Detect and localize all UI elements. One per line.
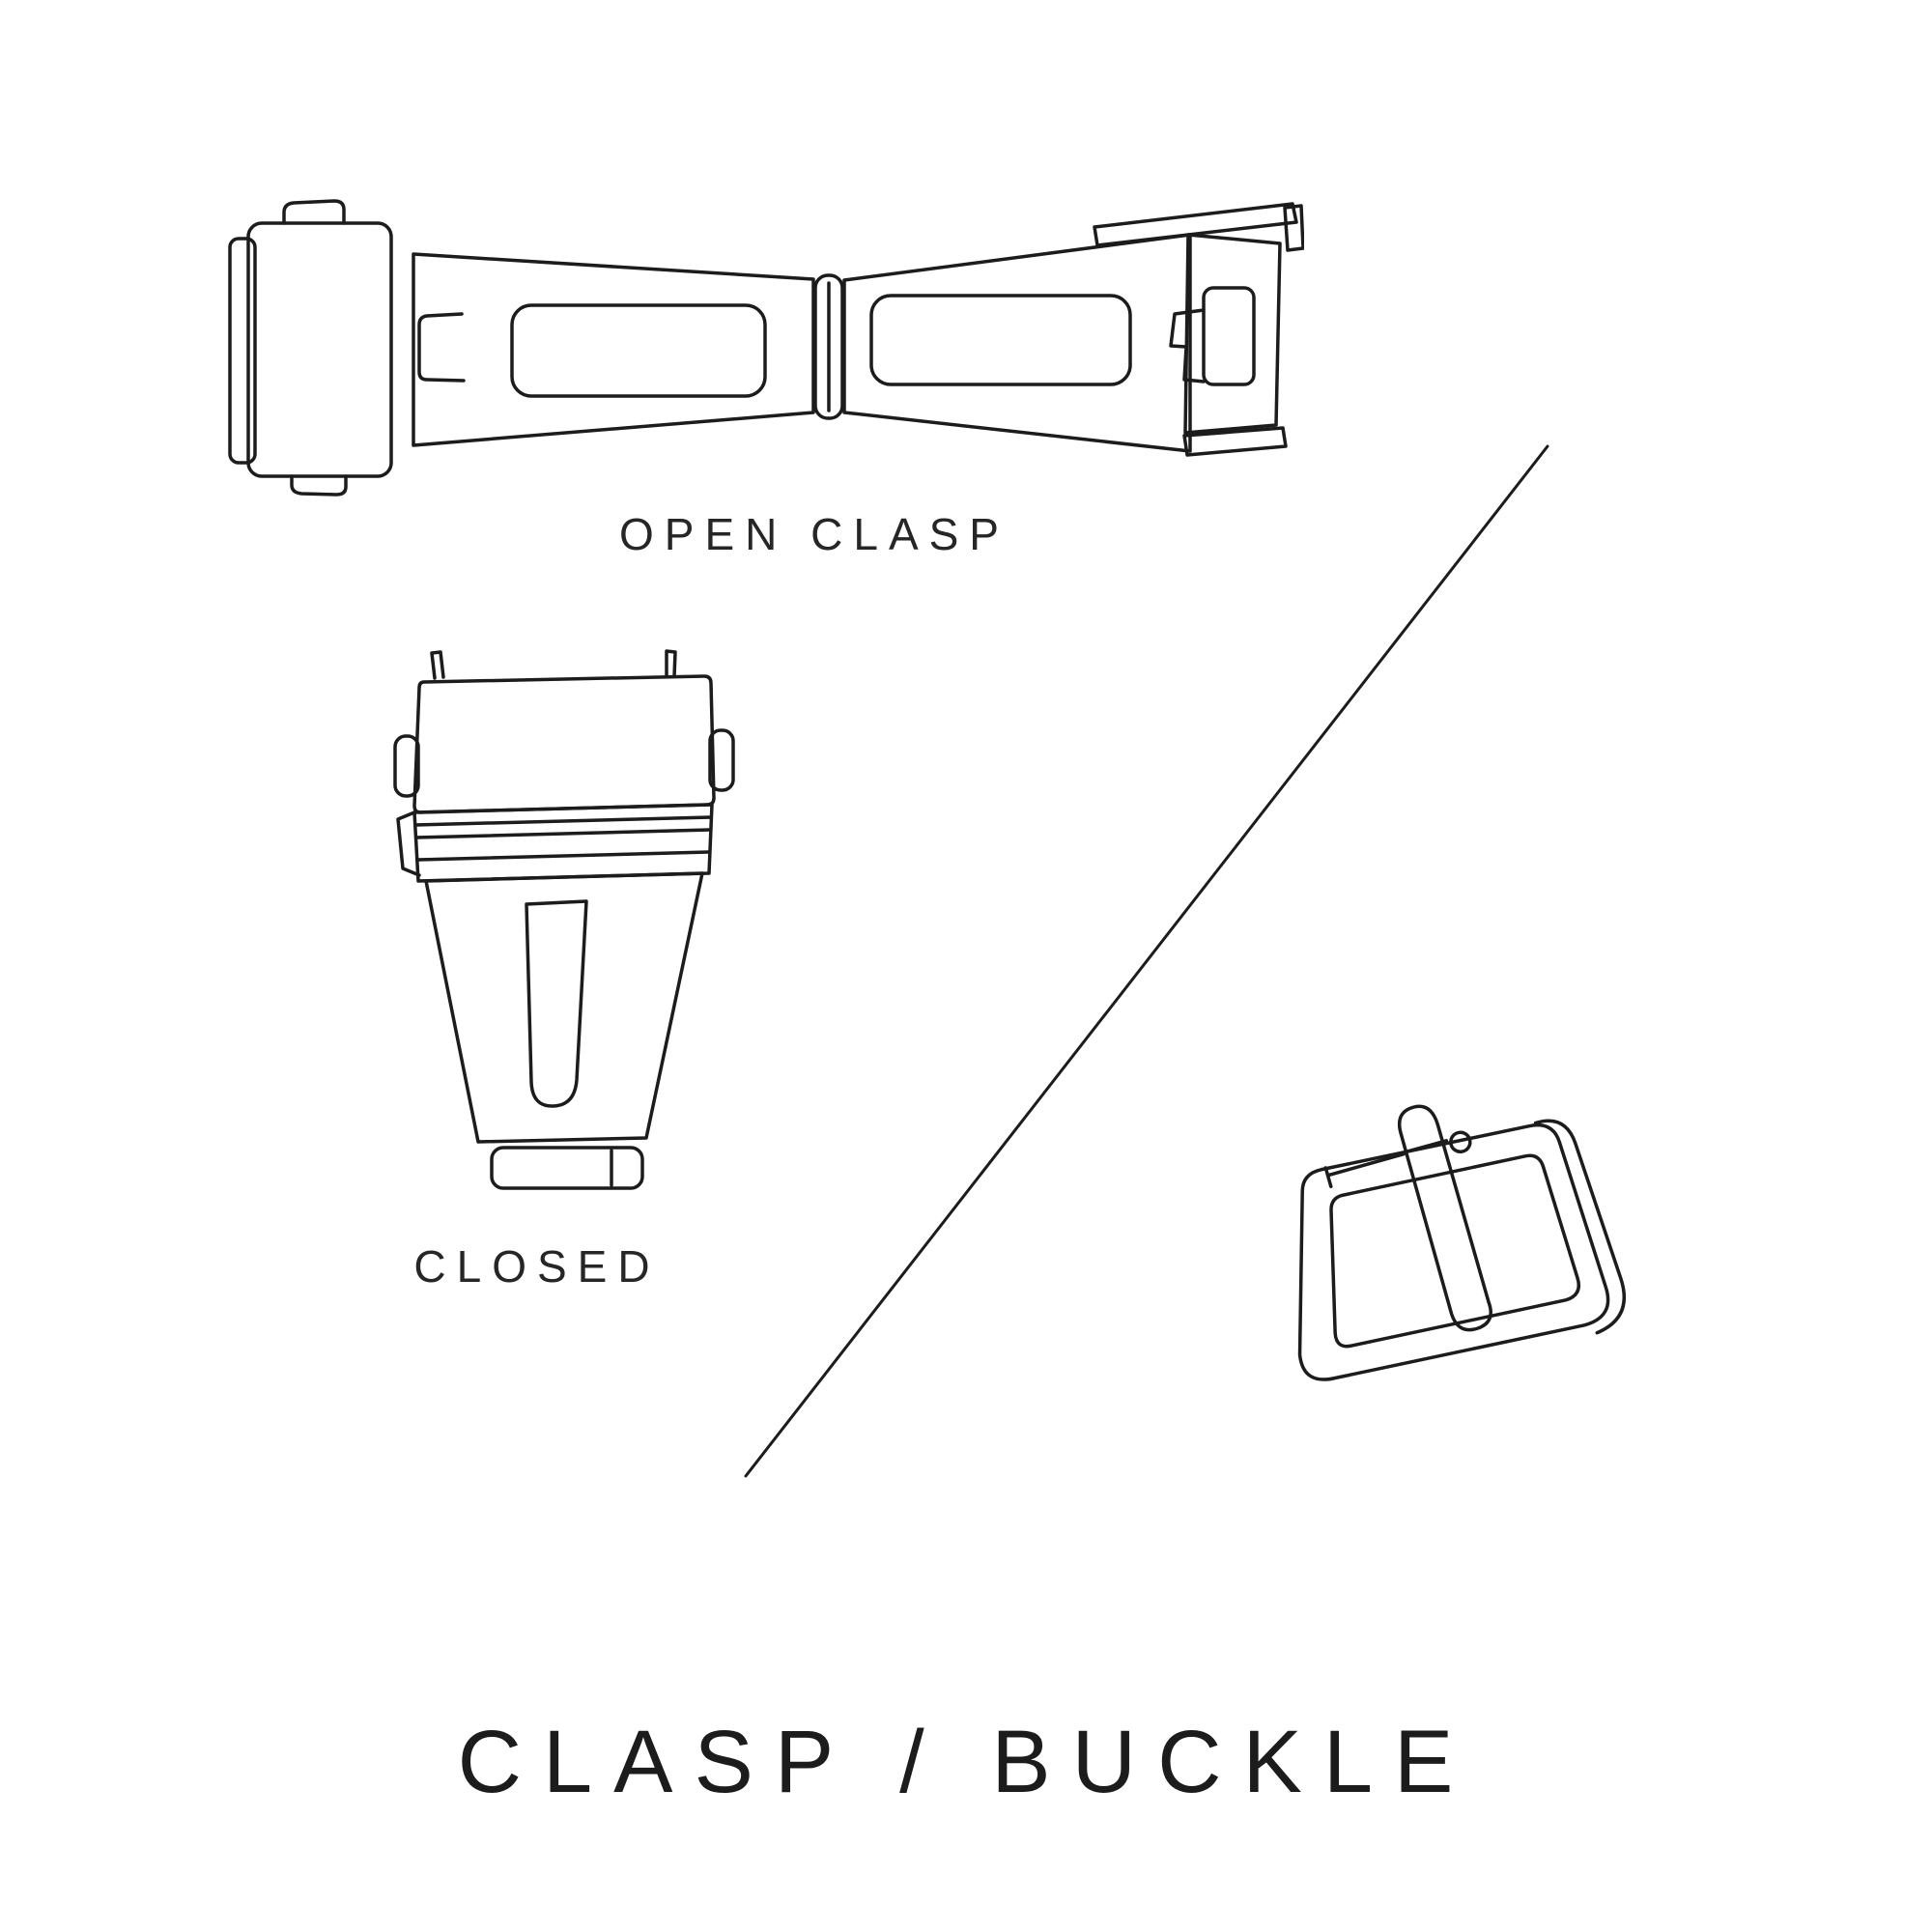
open-clasp-left-block	[246, 221, 393, 478]
open-clasp-right-arm-inner	[869, 294, 1132, 386]
buckle-hinge-loop	[1449, 1130, 1472, 1154]
closed-clasp-cover	[412, 674, 716, 814]
buckle-pin-end	[1323, 1166, 1333, 1189]
buckle-tongue	[1397, 1104, 1492, 1332]
open-clasp-hinge	[813, 273, 844, 420]
buckle-tongue-fold-line	[1405, 1139, 1449, 1153]
closed-clasp-band-line-3	[416, 850, 711, 862]
buckle-right-edge	[1533, 1119, 1626, 1335]
closed-clasp-left-tab	[393, 734, 420, 798]
closed-clasp-right-tab	[708, 728, 735, 792]
open-clasp-illustration	[228, 199, 1304, 497]
tang-buckle-group	[1297, 1104, 1626, 1381]
closed-clasp-band-line-2	[414, 828, 712, 839]
buckle-inner-opening	[1329, 1153, 1581, 1349]
open-clasp-right-arm	[842, 233, 1192, 453]
closed-clasp-band-line-1	[413, 815, 713, 827]
page-title: CLASP / BUCKLE	[457, 1713, 1475, 1811]
open-clasp-label: OPEN CLASP	[619, 509, 1009, 559]
open-clasp-end-foot	[1182, 426, 1288, 457]
open-clasp-left-strip	[228, 237, 257, 465]
buckle-outer-frame	[1297, 1122, 1610, 1381]
closed-clasp-body	[424, 871, 704, 1144]
open-clasp-end-block-inner	[1202, 286, 1256, 386]
tang-buckle-illustration	[1297, 1104, 1626, 1381]
closed-clasp-illustration	[393, 649, 735, 1190]
closed-clasp-label: CLOSED	[413, 1241, 661, 1292]
open-clasp-left-arm	[412, 252, 815, 447]
buckle-pin	[1326, 1151, 1406, 1178]
closed-clasp-foot	[490, 1146, 644, 1190]
open-clasp-end-block	[1183, 233, 1282, 435]
open-clasp-top-plate-end	[1283, 204, 1304, 252]
closed-clasp-left-prong	[430, 650, 445, 680]
open-clasp-notch	[417, 312, 466, 383]
open-clasp-top-plate	[1093, 202, 1298, 247]
closed-clasp-inner-slot	[525, 899, 588, 1108]
open-clasp-left-arm-inner	[510, 303, 767, 398]
open-clasp-left-top-tab	[282, 199, 346, 225]
closed-clasp-right-prong	[665, 649, 677, 678]
closed-clasp-band	[412, 803, 714, 883]
closed-clasp-side-flap	[396, 810, 421, 877]
open-clasp-latch-hook	[1169, 308, 1206, 384]
diagonal-divider-line	[744, 444, 1549, 1478]
open-clasp-left-bottom-tab	[290, 474, 348, 497]
